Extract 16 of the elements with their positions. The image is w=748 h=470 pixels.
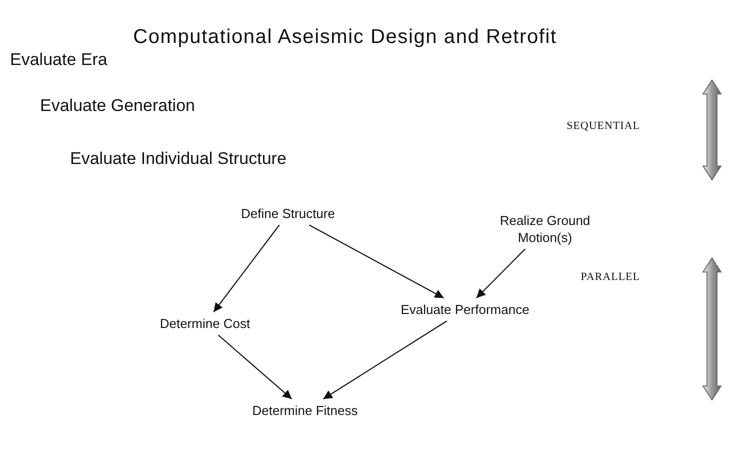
step-label: Determine Cost <box>145 315 265 332</box>
arrow <box>213 224 280 312</box>
level-label: Evaluate Individual Structure <box>70 149 286 169</box>
step-label: Determine Fitness <box>240 402 370 419</box>
arrow <box>218 334 292 400</box>
mode-label: SEQUENTIAL <box>566 120 640 132</box>
arrow <box>476 248 526 298</box>
step-label: Define Structure <box>228 205 348 222</box>
arrow <box>308 224 444 298</box>
step-label: Realize Ground Motion(s) <box>485 212 605 246</box>
step-label: Evaluate Performance <box>395 301 535 318</box>
mode-label: PARALLEL <box>580 271 640 283</box>
arrow <box>322 320 448 400</box>
diagram-title: Computational Aseismic Design and Retrofit <box>132 26 558 49</box>
level-label: Evaluate Generation <box>40 96 195 116</box>
level-label: Evaluate Era <box>10 50 108 70</box>
